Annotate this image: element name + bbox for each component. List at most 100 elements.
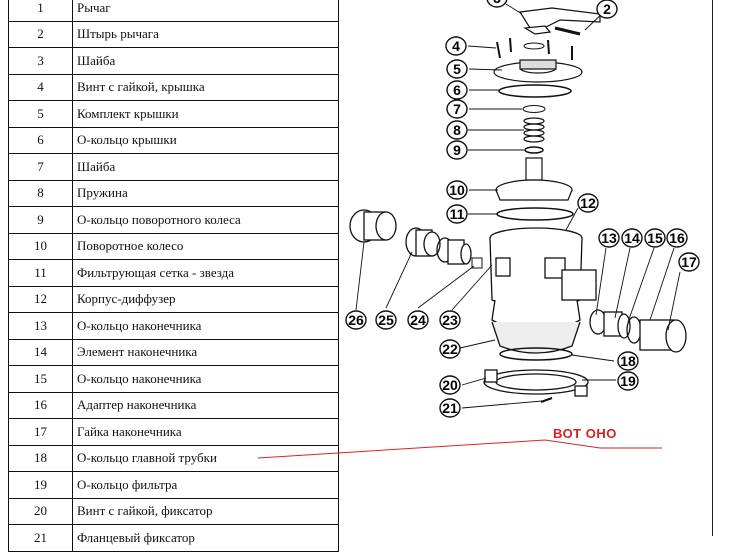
callout-number: 22 [442, 341, 458, 357]
callout-7: 7 [446, 99, 468, 119]
callout-number: 18 [620, 353, 636, 369]
callout-number: 12 [580, 195, 596, 211]
part-name: Шайба [72, 47, 339, 75]
callout-number: 8 [453, 122, 461, 138]
part-name: Адаптер наконечника [72, 391, 339, 419]
part-name: О-кольцо наконечника [72, 365, 339, 393]
callout-26: 26 [345, 310, 367, 330]
callout-number: 4 [452, 38, 460, 54]
page-border [712, 0, 713, 536]
callout-number: 14 [624, 230, 640, 246]
part-name: Пружина [72, 179, 339, 207]
callout-24: 24 [407, 310, 429, 330]
callout-11: 11 [446, 204, 468, 224]
main-pipe-oring-part [499, 347, 573, 361]
part-number: 8 [8, 179, 73, 207]
part-name: О-кольцо поворотного колеса [72, 206, 339, 234]
callout-15: 15 [644, 228, 666, 248]
callout-number: 7 [453, 101, 461, 117]
right-fitting-parts [589, 309, 687, 353]
lid-part [493, 59, 583, 83]
part-number: 19 [8, 471, 73, 499]
annotation-pointer-line [257, 439, 662, 459]
callout-16: 16 [666, 228, 688, 248]
part-number: 11 [8, 259, 73, 287]
part-name: Гайка наконечника [72, 418, 339, 446]
part-number: 3 [8, 47, 73, 75]
callout-4: 4 [445, 36, 467, 56]
callout-number: 13 [601, 230, 617, 246]
washer-part [523, 42, 545, 50]
callout-number: 15 [647, 230, 663, 246]
callout-number: 3 [493, 0, 501, 6]
callout-number: 5 [453, 61, 461, 77]
callout-5: 5 [446, 59, 468, 79]
part-number: 12 [8, 285, 73, 313]
star-screen-part [496, 207, 574, 221]
callout-21: 21 [439, 398, 461, 418]
lid-screws [496, 37, 573, 60]
part-name: Винт с гайкой, крышка [72, 73, 339, 101]
part-number: 14 [8, 338, 73, 366]
rotor-oring-part [524, 146, 544, 154]
washer-7-part [522, 105, 546, 113]
part-name: Шайба [72, 153, 339, 181]
callout-number: 24 [410, 312, 426, 328]
callout-number: 9 [453, 142, 461, 158]
callout-number: 10 [449, 182, 465, 198]
leader-lines [355, 3, 681, 409]
callout-13: 13 [598, 228, 620, 248]
part-name: Винт с гайкой, фиксатор [72, 497, 339, 525]
callout-9: 9 [446, 140, 468, 160]
exploded-valve-diagram: 2345678910111213141516171819202122232425… [257, 0, 700, 459]
callout-3: 3 [486, 0, 508, 8]
part-number: 2 [8, 20, 73, 48]
callout-14: 14 [621, 228, 643, 248]
callout-number: 21 [442, 400, 458, 416]
rotor-part [495, 157, 573, 201]
callout-labels: 2345678910111213141516171819202122232425… [345, 0, 700, 418]
clamp-screw-part [540, 397, 553, 403]
callout-number: 25 [378, 312, 394, 328]
callout-17: 17 [678, 252, 700, 272]
callout-number: 26 [348, 312, 364, 328]
small-nut-part [471, 257, 483, 269]
callout-number: 16 [669, 230, 685, 246]
callout-number: 20 [442, 377, 458, 393]
part-name: Фильтрующая сетка - звезда [72, 259, 339, 287]
part-number: 9 [8, 206, 73, 234]
part-name: Поворотное колесо [72, 232, 339, 260]
part-name: О-кольцо наконечника [72, 312, 339, 340]
callout-number: 6 [453, 82, 461, 98]
part-name: О-кольцо фильтра [72, 471, 339, 499]
callout-number: 17 [681, 254, 697, 270]
part-name: Элемент наконечника [72, 338, 339, 366]
callout-22: 22 [439, 339, 461, 359]
annotation-label: ВОТ ОНО [553, 426, 617, 441]
lever-part [518, 7, 601, 36]
spring-part [523, 117, 545, 143]
callout-18: 18 [617, 351, 639, 371]
part-name: О-кольцо крышки [72, 126, 339, 154]
callout-12: 12 [577, 193, 599, 213]
callout-8: 8 [446, 120, 468, 140]
diffuser-body-part [489, 227, 597, 354]
callout-10: 10 [446, 180, 468, 200]
callout-number: 19 [620, 373, 636, 389]
callout-number: 2 [603, 1, 611, 17]
callout-6: 6 [446, 80, 468, 100]
callout-23: 23 [439, 310, 461, 330]
